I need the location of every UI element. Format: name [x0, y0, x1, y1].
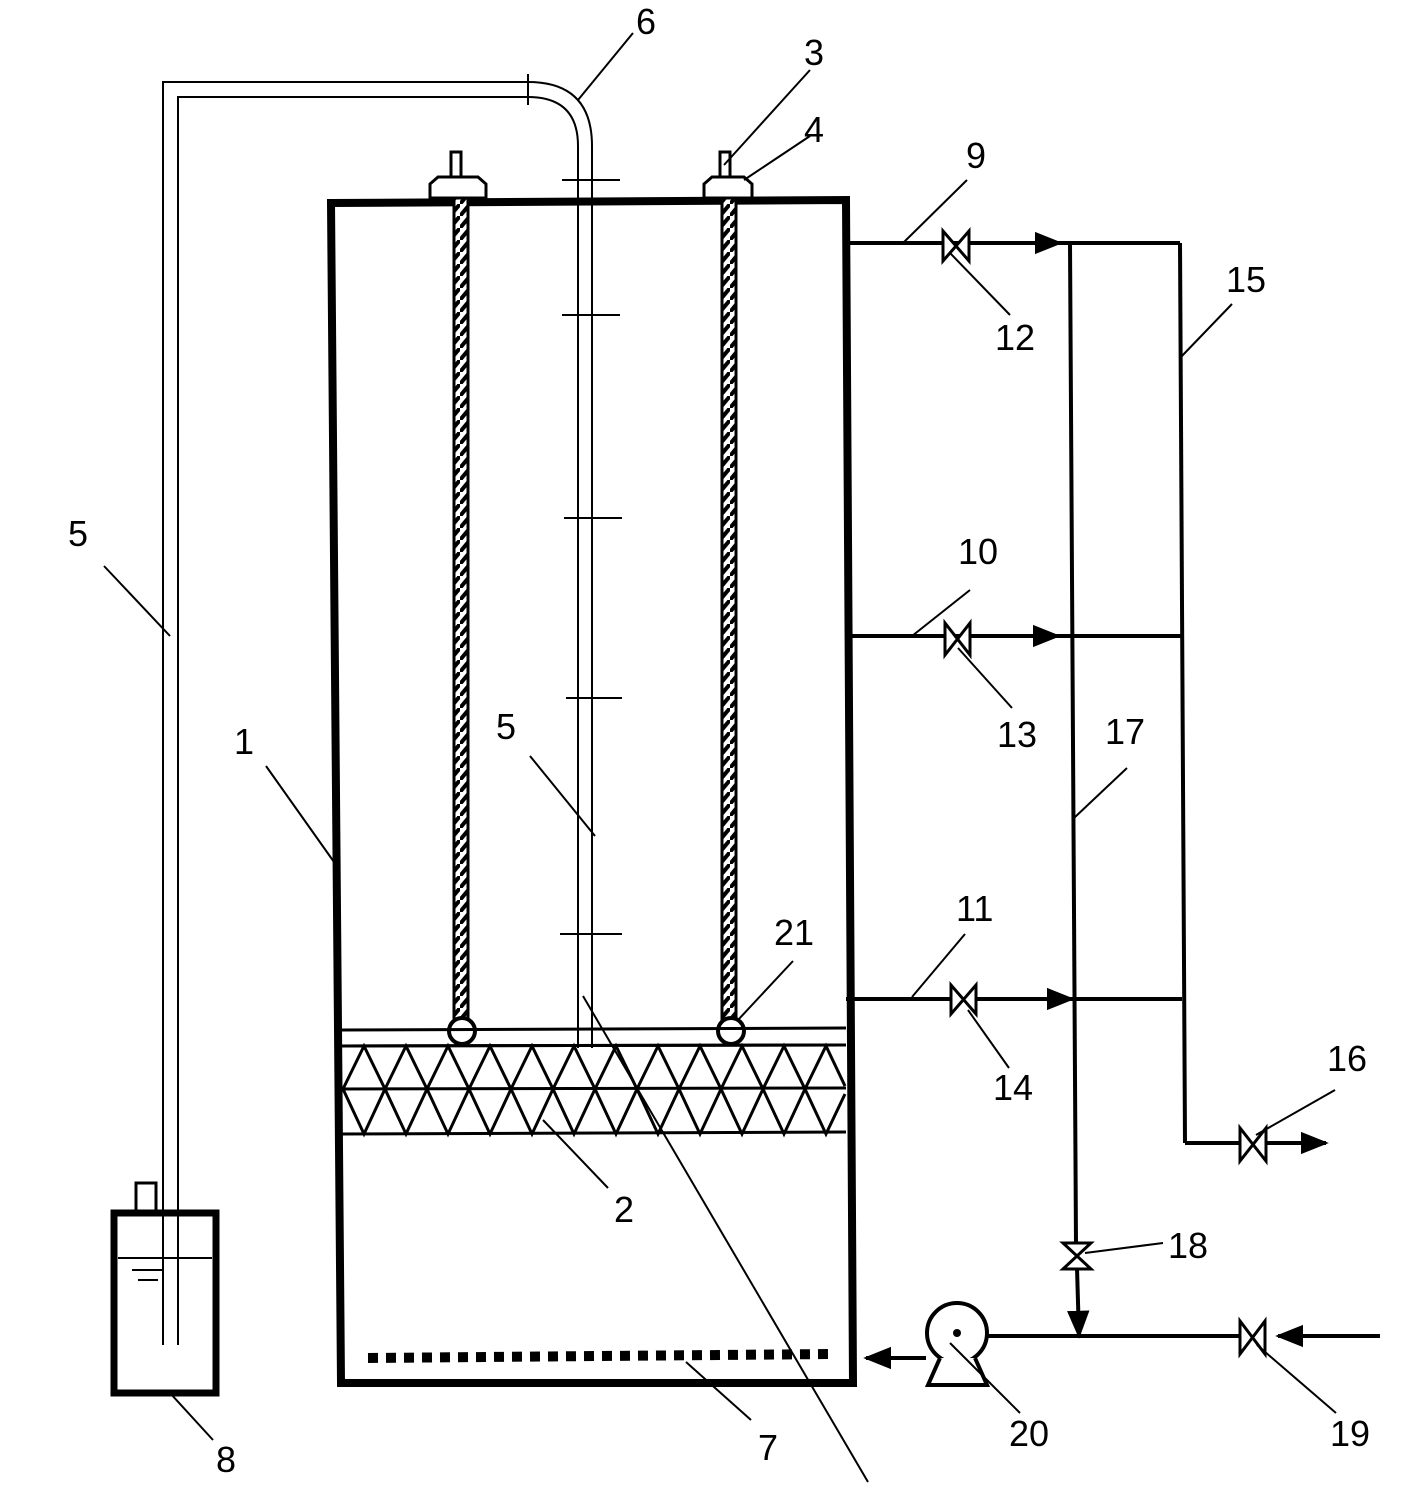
label-20: 20 [1009, 1413, 1049, 1454]
pump-20 [924, 1301, 991, 1387]
packing-layer [338, 1042, 847, 1138]
label-14: 14 [993, 1067, 1033, 1108]
recirculation-pipe-17 [1067, 242, 1090, 1339]
label-5-left: 5 [68, 513, 88, 554]
rod-right [720, 196, 738, 1022]
leader-lines [103, 32, 1337, 1483]
gas-tube [162, 74, 622, 1345]
reactor-vessel [326, 195, 858, 1387]
ball-joint-right [716, 1016, 746, 1046]
aerator [367, 1349, 835, 1363]
valve-12 [941, 226, 971, 266]
label-1: 1 [234, 721, 254, 762]
label-9: 9 [966, 135, 986, 176]
rod-left [452, 196, 470, 1022]
label-7: 7 [758, 1427, 778, 1468]
label-3: 3 [804, 32, 824, 73]
label-6: 6 [636, 1, 656, 42]
label-13: 13 [997, 714, 1037, 755]
label-8: 8 [216, 1439, 236, 1480]
label-2: 2 [614, 1189, 634, 1230]
inlet-pipe [863, 1324, 1380, 1370]
label-16: 16 [1327, 1038, 1367, 1079]
label-17: 17 [1105, 711, 1145, 752]
collection-bottle [110, 1181, 220, 1397]
valve-14 [949, 980, 978, 1019]
label-21: 21 [774, 912, 814, 953]
valve-18 [1059, 1241, 1095, 1271]
label-10: 10 [958, 531, 998, 572]
valve-13 [943, 618, 972, 660]
label-18: 18 [1168, 1225, 1208, 1266]
label-5-center: 5 [496, 706, 516, 747]
label-19: 19 [1330, 1413, 1370, 1454]
effluent-pipe-15 [1178, 242, 1329, 1155]
label-11: 11 [956, 888, 993, 929]
label-4: 4 [804, 109, 824, 150]
label-12: 12 [995, 317, 1035, 358]
label-15: 15 [1226, 259, 1266, 300]
valve-16 [1238, 1123, 1268, 1166]
top-flange-right [702, 150, 754, 200]
top-flange-left [428, 150, 488, 200]
